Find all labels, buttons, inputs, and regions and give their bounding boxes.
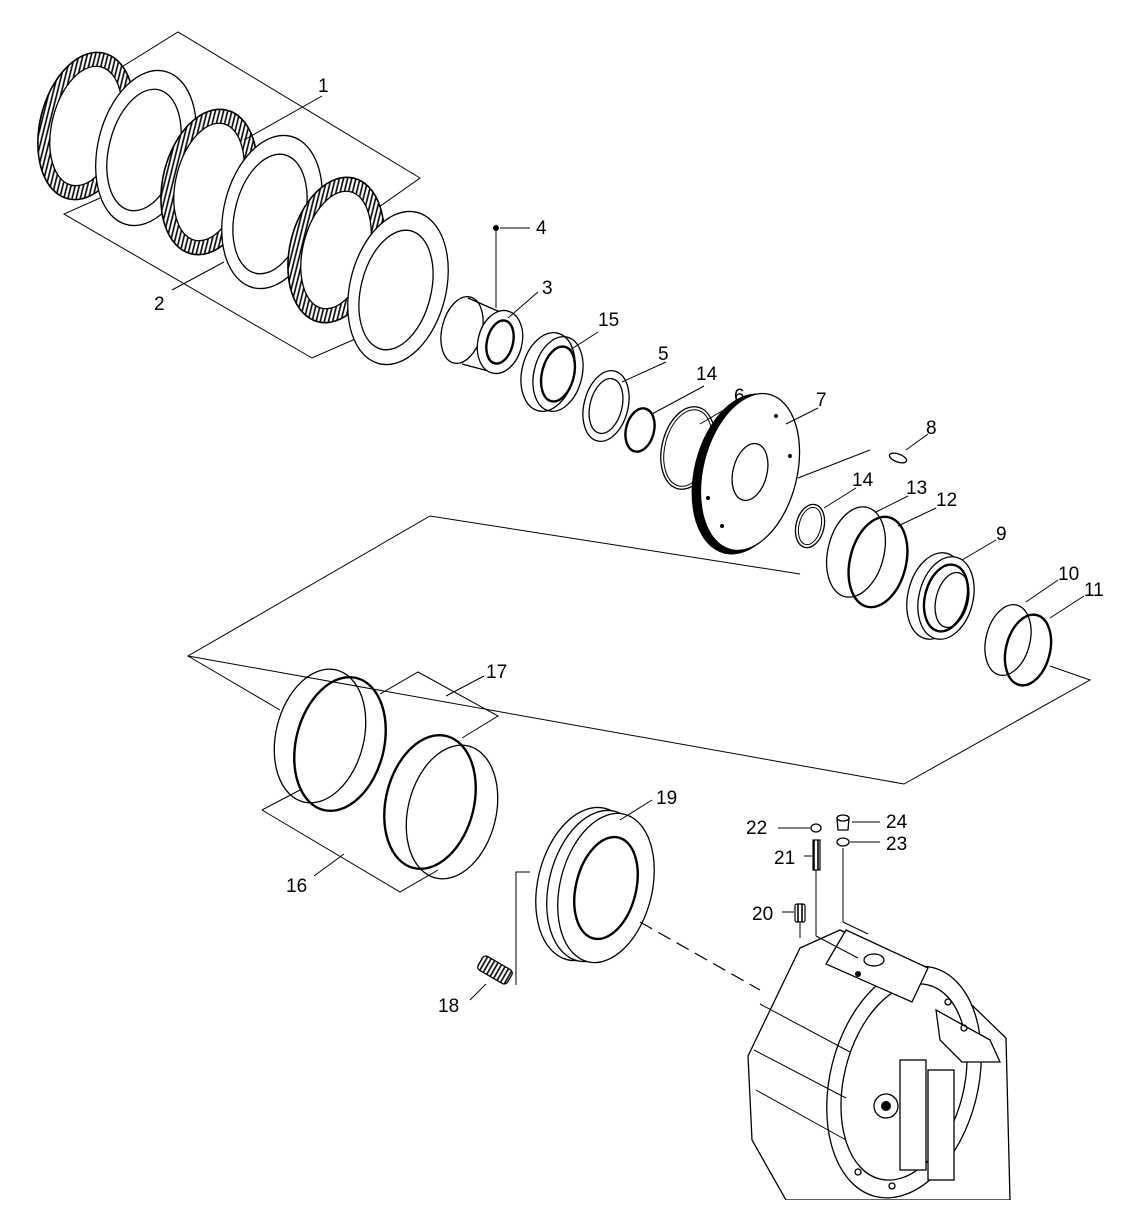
callout-24: 24 [886, 812, 908, 833]
callout-4: 4 [536, 218, 547, 239]
callout-21: 21 [774, 848, 795, 869]
seal-ring-part-12 [847, 515, 909, 609]
fitting-part-20 [794, 903, 806, 938]
callout-14-lower: 14 [852, 470, 874, 491]
o-ring-part-14-lower [794, 503, 826, 549]
pin-part-8 [797, 449, 908, 479]
callout-20: 20 [752, 904, 773, 925]
callout-14-upper: 14 [696, 364, 718, 385]
callout-6: 6 [734, 386, 745, 407]
callout-18: 18 [438, 996, 459, 1017]
nut-part-22 [810, 823, 822, 833]
callout-12: 12 [936, 490, 957, 511]
o-ring-part-14-upper [624, 407, 656, 453]
callout-3: 3 [542, 278, 553, 299]
callout-10: 10 [1058, 564, 1079, 585]
piston-part-9 [906, 552, 975, 640]
ring-part-11 [1003, 613, 1053, 687]
hub-part-3 [440, 296, 524, 375]
leader-lines [171, 95, 1085, 1001]
callout-13: 13 [906, 478, 927, 499]
pin-part-4 [493, 225, 499, 308]
callout-labels: 1 2 3 4 5 6 7 8 9 10 11 12 13 14 14 15 1… [154, 76, 1104, 1017]
piston-part-19 [535, 806, 655, 964]
stud-part-21 [812, 839, 859, 959]
seal-ring-part-13 [825, 506, 887, 598]
callout-8: 8 [926, 418, 937, 439]
middle-assembly-bracket [186, 515, 1092, 785]
callout-22: 22 [746, 818, 767, 839]
transmission-housing [747, 929, 1011, 1201]
steel-plate-3 [347, 210, 449, 366]
callout-1: 1 [318, 76, 329, 97]
callout-2: 2 [154, 294, 165, 315]
callout-16: 16 [286, 876, 307, 897]
ring-part-10 [984, 604, 1032, 676]
callout-15: 15 [598, 310, 619, 331]
callout-19: 19 [656, 788, 677, 809]
callout-5: 5 [658, 344, 669, 365]
ring-part-16 [383, 733, 499, 880]
callout-23: 23 [886, 834, 907, 855]
callout-7: 7 [816, 390, 827, 411]
ring-part-17 [273, 668, 387, 813]
callout-9: 9 [996, 524, 1007, 545]
callout-17: 17 [486, 662, 507, 683]
washer-part-5 [582, 370, 630, 442]
clutch-pack-bracket [62, 31, 421, 359]
plug-part-24 [836, 814, 850, 831]
spring-part-18 [477, 871, 530, 985]
assembly-axis [639, 921, 761, 991]
piston-plate-part-7 [691, 392, 801, 555]
washer-part-23 [836, 837, 869, 935]
callout-11: 11 [1084, 580, 1104, 601]
ring-group-bracket [261, 671, 499, 893]
seal-ring-part-15 [520, 332, 584, 412]
